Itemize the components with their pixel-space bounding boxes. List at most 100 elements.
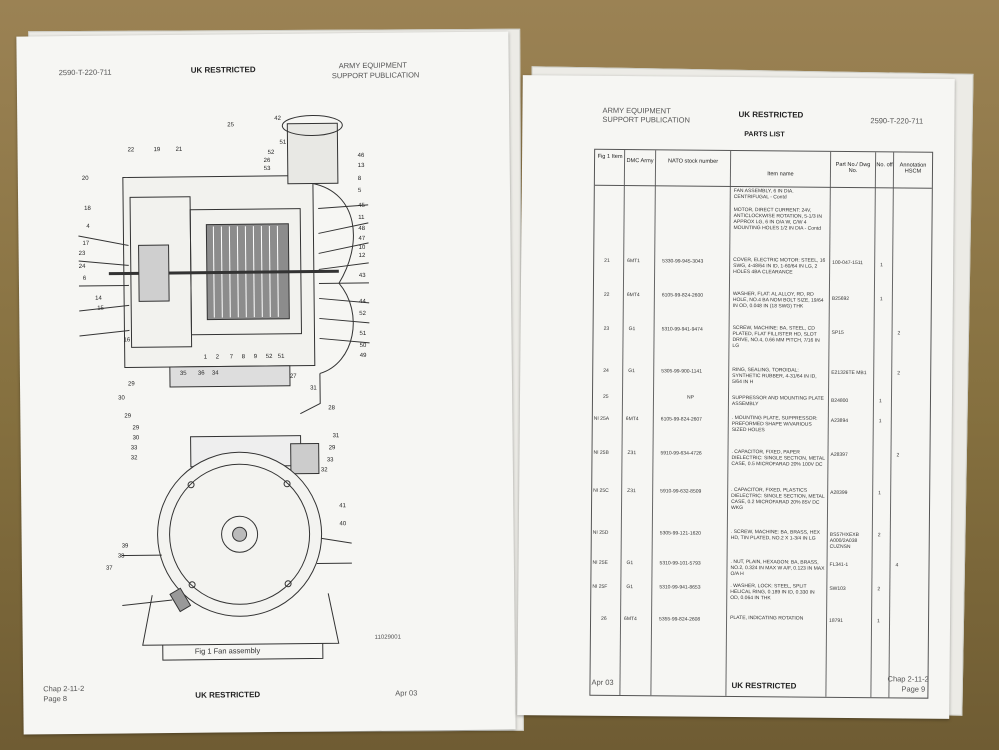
table-row: 24 G1 5305-99-900-1141 RING, SEALING, TO…: [595, 150, 932, 385]
column-header-part-no: Part No./ Dwg No.: [835, 161, 871, 175]
row-dmc: Z31: [627, 488, 636, 495]
page-date: Apr 03: [395, 688, 418, 698]
table-row: 26 6MT4 5355-99-824-2608 PLATE, INDICATI…: [595, 150, 932, 624]
row-dmc: Z31: [627, 450, 637, 457]
table-row: 21 6MT1 5330-99-945-3043 COVER, ELECTRIC…: [595, 150, 932, 276]
column-header-dmc: DMC Army: [626, 158, 654, 165]
left-document-page: 2590-T-220-711 UK RESTRICTED ARMY EQUIPM…: [16, 31, 516, 735]
callout: 24: [78, 263, 86, 270]
classification-top: UK RESTRICTED: [190, 65, 256, 75]
row-item-number: 25: [602, 393, 609, 400]
callout: 52: [359, 310, 367, 318]
callout: 31: [332, 433, 340, 440]
row-no-off: 2: [897, 370, 901, 377]
classification-top: UK RESTRICTED: [738, 110, 804, 120]
callout: 49: [359, 352, 367, 360]
callout: 33: [130, 445, 138, 452]
row-part-no: 100-047-1511: [832, 259, 863, 267]
table-row: 25 NP SUPPRESSOR AND MOUNTING PLATE ASSE…: [595, 150, 932, 407]
table-row: NI 25B Z31 5910-99-634-4726 . CAPACITOR,…: [593, 150, 932, 468]
callout: 2: [215, 354, 220, 361]
row-dmc: 6MT1: [627, 258, 640, 265]
row-nsn: 5330-99-945-3043: [662, 258, 704, 265]
parts-list-table: Fig 1 Item DMC Army NATO stock number It…: [589, 148, 934, 699]
row-item-name: FAN ASSEMBLY, 6 IN DIA. CENTRIFUGAL - Co…: [733, 187, 794, 201]
row-item-number: NI 25C: [593, 487, 609, 494]
page-date: Apr 03: [591, 677, 614, 687]
callout: 39: [121, 543, 129, 550]
callout: 30: [132, 435, 140, 442]
callout: 35: [179, 370, 187, 377]
callout: 37: [105, 565, 113, 572]
row-item-name: COVER, ELECTRIC MOTOR: STEEL, 16 SWG, 4-…: [733, 256, 826, 276]
row-item-number: 23: [603, 325, 610, 332]
row-part-no: A23894: [830, 417, 849, 424]
chapter-label: Chap 2-11-2: [43, 683, 85, 694]
row-no-off: 1: [878, 418, 882, 425]
row-no-off: 1: [879, 296, 883, 303]
callout: 29: [328, 445, 336, 452]
callout: 11: [358, 214, 365, 222]
callout: 15: [97, 305, 104, 312]
row-no-off: 1: [878, 398, 882, 405]
callout: 14: [95, 295, 102, 302]
row-item-number: NI 25E: [592, 559, 608, 566]
row-no-off: 2: [896, 452, 900, 459]
table-row: NI 25D 5305-99-121-1620 . SCREW, MACHINE…: [593, 150, 932, 550]
publisher-line-2: SUPPORT PUBLICATION: [331, 70, 420, 81]
callout: 40: [339, 521, 347, 528]
callout: 38: [117, 553, 125, 560]
row-nsn: 5305-99-900-1141: [661, 368, 703, 375]
callout: 46: [357, 152, 365, 160]
callout: 30: [118, 395, 125, 402]
row-item-name: . SCREW, MACHINE: BA, BRASS, HEX HD, TIN…: [730, 528, 821, 542]
row-nsn: 5310-99-941-8653: [659, 584, 701, 591]
row-nsn: 5310-99-101-5793: [659, 560, 701, 567]
callout: 13: [357, 162, 365, 170]
callout: 51: [359, 330, 367, 338]
row-nsn: 5910-99-632-8509: [660, 488, 702, 495]
publisher-line-2: SUPPORT PUBLICATION: [602, 114, 690, 125]
callout: 5: [357, 187, 362, 195]
row-no-off: 2: [877, 586, 881, 593]
column-header-no-off: No. off: [876, 162, 893, 169]
callout: 6: [82, 275, 87, 282]
callout: 34: [211, 370, 219, 377]
row-item-name: SCREW, MACHINE: BA, STEEL, CD PLATED, FL…: [732, 324, 820, 350]
callout: 29: [132, 425, 140, 432]
callout: 7: [229, 354, 234, 361]
callout: 51: [277, 353, 285, 360]
column-header-item-name: Item name: [767, 171, 794, 178]
callout: 48: [358, 225, 366, 233]
row-dmc: G1: [628, 368, 635, 375]
table-row: 22 6MT4 6105-99-824-2600 WASHER, FLAT: A…: [595, 150, 932, 310]
row-no-off: 1: [877, 618, 880, 625]
callout: 23: [78, 250, 86, 257]
row-item-name: WASHER, FLAT: AL ALLOY, RD, RD HOLE, NO.…: [732, 290, 824, 310]
row-item-name: MOTOR, DIRECT CURRENT: 24V, ANTICLOCKWIS…: [733, 206, 823, 233]
row-nsn: NP: [686, 394, 694, 401]
right-document-page: ARMY EQUIPMENT SUPPORT PUBLICATION UK RE…: [517, 75, 955, 719]
callout: 52: [265, 353, 273, 361]
doc-number: 2590-T-220-711: [870, 116, 924, 126]
callout: 43: [358, 272, 366, 280]
table-row: 23 G1 5310-99-941-9474 SCREW, MACHINE: B…: [595, 150, 932, 349]
callout: 36: [197, 370, 205, 377]
row-item-name: . CAPACITOR, FIXED, PLASTICS DIELECTRIC:…: [731, 486, 825, 512]
row-nsn: 5355-99-824-2608: [659, 616, 701, 623]
callout: 16: [123, 337, 131, 344]
callout: 26: [263, 157, 271, 165]
figure-reference: 11029001: [374, 634, 401, 641]
callout: 47: [358, 235, 366, 243]
row-part-no: B25692: [831, 295, 850, 302]
callout: 53: [263, 165, 271, 173]
row-item-number: 22: [603, 291, 610, 298]
row-dmc: 6MT4: [625, 416, 639, 423]
row-item-number: NI 25D: [592, 529, 609, 536]
callout: 22: [127, 147, 135, 154]
row-item-number: 21: [604, 257, 610, 264]
table-title: PARTS LIST: [744, 131, 785, 139]
classification-bottom: UK RESTRICTED: [731, 680, 797, 691]
row-item-number: 24: [603, 367, 609, 374]
row-dmc: G1: [626, 560, 634, 567]
